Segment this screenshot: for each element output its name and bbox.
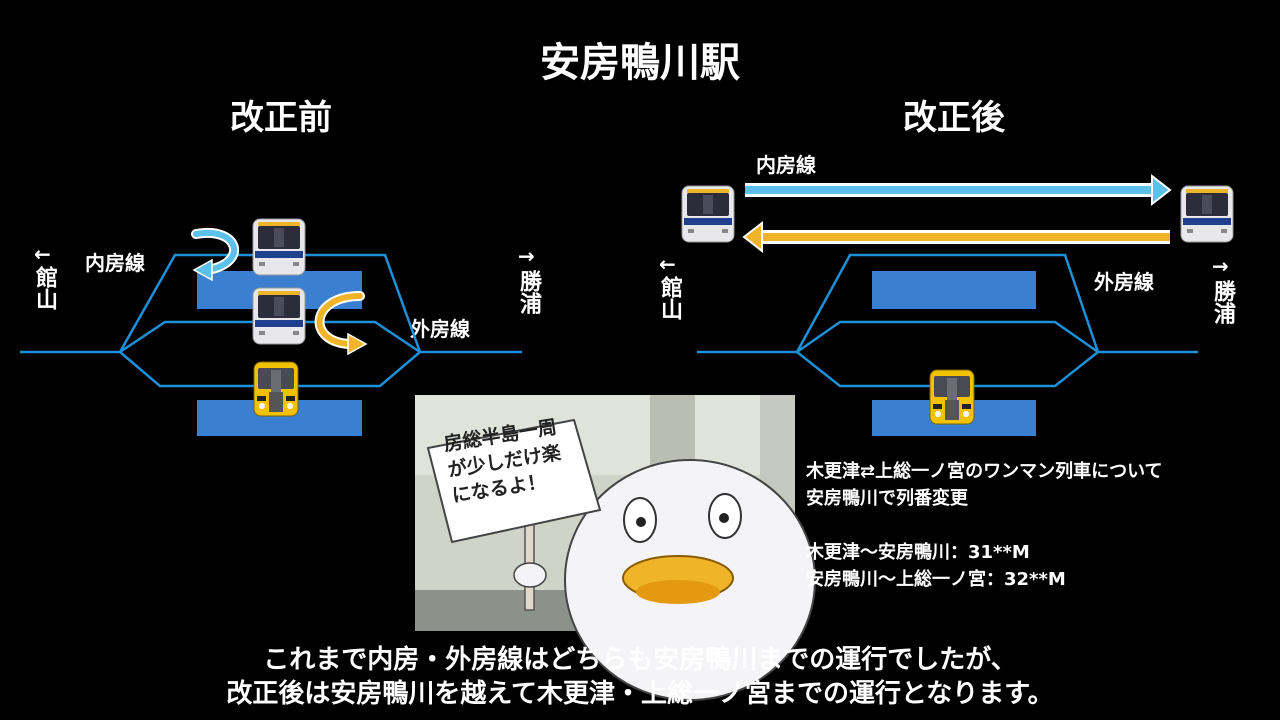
after-oneman-train [929, 369, 975, 425]
before-right-arrow: → [518, 244, 535, 268]
before-sotobo-turn-arrow [314, 291, 368, 356]
train-number-info: 木更津⇄上総一ノ宮のワンマン列車について 安房鴨川で列番変更 木更津～安房鴨川：… [806, 458, 1163, 593]
before-uchibo-turn-arrow [191, 227, 240, 282]
after-right-station: 勝浦 [1210, 280, 1235, 324]
info-line-1: 木更津⇄上総一ノ宮のワンマン列車について [806, 461, 1163, 482]
after-sotobo-label: 外房線 [1094, 270, 1154, 294]
caption-line-2: 改正後は安房鴨川を越えて木更津・上総一ノ宮までの運行となります。 [226, 679, 1054, 709]
after-heading: 改正後 [903, 98, 1005, 138]
after-left-train [681, 185, 735, 243]
before-right-station: 勝浦 [516, 270, 541, 314]
before-heading: 改正前 [230, 98, 332, 138]
before-uchibo-train [252, 218, 306, 276]
after-left-arrow: ← [659, 252, 676, 276]
after-uchibo-through-arrow [745, 173, 1172, 207]
caption: これまで内房・外房線はどちらも安房鴨川までの運行でしたが、 改正後は安房鴨川を越… [0, 643, 1280, 711]
page-title: 安房鴨川駅 [540, 40, 740, 86]
before-left-arrow: ← [34, 242, 51, 266]
before-uchibo-label: 内房線 [85, 251, 145, 275]
before-sotobo-label: 外房線 [410, 317, 470, 341]
after-left-station: 館山 [657, 276, 682, 320]
before-oneman-train [253, 361, 299, 417]
before-sotobo-train [252, 287, 306, 345]
before-left-station: 館山 [32, 266, 57, 310]
after-uchibo-label: 内房線 [756, 153, 816, 177]
info-line-2: 安房鴨川で列番変更 [806, 488, 968, 509]
after-sotobo-through-arrow [742, 220, 1170, 254]
after-platform-1 [872, 271, 1036, 309]
anime-still-image [415, 395, 816, 701]
caption-line-1: これまで内房・外房線はどちらも安房鴨川までの運行でしたが、 [263, 645, 1017, 675]
after-right-train [1180, 185, 1234, 243]
info-line-4: 安房鴨川～上総一ノ宮：32**M [806, 569, 1066, 590]
after-right-arrow: → [1212, 254, 1229, 278]
info-line-3: 木更津～安房鴨川：31**M [806, 542, 1030, 563]
